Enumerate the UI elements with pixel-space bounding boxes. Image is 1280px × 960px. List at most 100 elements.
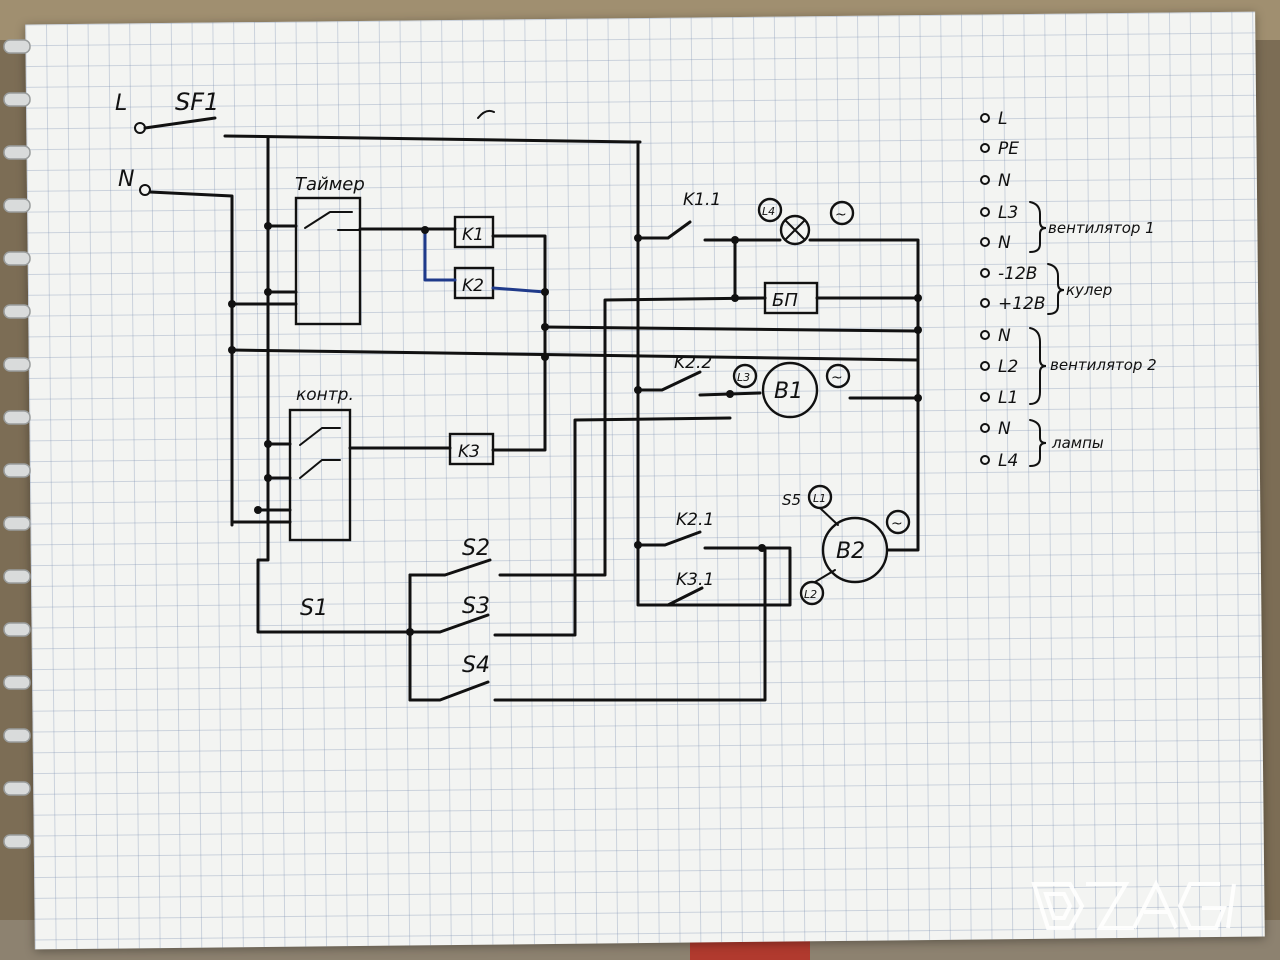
legend-label: N	[998, 171, 1011, 191]
neutral-input-wire	[148, 190, 234, 527]
contact-k31	[666, 586, 704, 607]
s3-out	[493, 416, 732, 637]
terminal-legend: L PE N L3 N -12B +12B N L2 L1 N L4 венти…	[980, 109, 1157, 471]
fan1-ac-tag	[825, 363, 851, 389]
brace-lamps	[1029, 419, 1047, 467]
legend-label: N	[998, 326, 1011, 346]
node	[726, 390, 734, 398]
legend-label: PE	[998, 139, 1019, 159]
fan1-label: B1	[774, 379, 803, 404]
fan1-tag	[732, 363, 758, 389]
psu-label: БП	[772, 290, 798, 311]
k1-return	[491, 234, 547, 452]
contact-k31-label: K3.1	[676, 570, 714, 590]
neutral-bus-2	[230, 348, 920, 362]
legend-terminal	[980, 298, 990, 308]
node	[758, 544, 766, 552]
switch-s4	[408, 680, 490, 702]
fan1-tag-text: L3	[737, 371, 750, 384]
group-lamps-label: лампы	[1051, 434, 1104, 452]
lamp-ac-text: ~	[835, 207, 847, 223]
node	[421, 226, 429, 234]
legend-label: L3	[998, 203, 1018, 223]
coil-k2-label: K2	[462, 276, 484, 296]
k31-out	[706, 548, 792, 607]
group-fan1-label: вентилятор 1	[1048, 219, 1155, 237]
node	[914, 394, 922, 402]
legend-label: L4	[998, 451, 1018, 471]
node	[634, 386, 642, 394]
watermark-logo	[1031, 879, 1236, 930]
node	[634, 234, 642, 242]
lamp-ac-tag	[829, 200, 855, 226]
legend-terminal	[980, 330, 990, 340]
psu-feed	[733, 238, 767, 300]
contact-k22-label: K2.2	[674, 353, 712, 373]
legend-label: L1	[998, 388, 1018, 408]
lamp-tag-text: L4	[762, 205, 775, 218]
switch-s2	[408, 558, 492, 577]
legend-label: L2	[998, 357, 1018, 377]
k2-blue-return	[491, 286, 547, 294]
timer-contact	[304, 211, 361, 231]
stray-mark	[477, 109, 495, 119]
node	[914, 326, 922, 334]
legend-label: L	[998, 109, 1007, 129]
brace-fan1	[1029, 201, 1047, 253]
contact-k11	[636, 220, 692, 240]
legend-label: N	[998, 233, 1011, 253]
fan2-lead-1	[819, 507, 839, 526]
coil-k3	[448, 432, 495, 466]
legend-label: N	[998, 419, 1011, 439]
node	[264, 474, 272, 482]
node	[541, 288, 549, 296]
lamp-tag	[757, 197, 783, 223]
group-fan2-label: вентилятор 2	[1050, 356, 1157, 374]
input-L-label: L	[115, 91, 127, 116]
node	[228, 300, 236, 308]
neutral-bus-1	[543, 325, 920, 333]
timer-label: Таймер	[295, 174, 365, 195]
legend-terminal	[980, 455, 990, 465]
legend-terminal	[980, 175, 990, 185]
node	[264, 440, 272, 448]
legend-terminal	[980, 207, 990, 217]
node	[731, 294, 739, 302]
fan2-lead-2	[814, 569, 836, 583]
fan2-ac-text: ~	[891, 516, 903, 532]
switch-s3	[408, 613, 490, 634]
coil-k1	[453, 215, 495, 249]
switch-s5-label: S5	[782, 491, 801, 509]
contact-k11-label: K1.1	[683, 190, 721, 210]
node	[264, 288, 272, 296]
node	[914, 294, 922, 302]
node	[254, 506, 262, 514]
notebook-spiral	[3, 39, 31, 849]
input-N-label: N	[118, 167, 134, 192]
contact-k21-label: K2.1	[676, 510, 714, 530]
coil-k1-label: K1	[462, 225, 484, 245]
controller-contact-1	[299, 427, 341, 446]
breaker-label: SF1	[175, 88, 219, 116]
lamp-cross	[784, 219, 806, 241]
group-cooler-label: кулер	[1066, 281, 1112, 299]
brace-cooler	[1047, 263, 1065, 315]
legend-label: +12B	[998, 294, 1046, 314]
fan2-tag-l1-text: L1	[813, 492, 826, 505]
controller-contact-2	[299, 459, 341, 479]
coil-k3-label: K3	[458, 442, 480, 462]
node	[541, 353, 549, 361]
fan1-icon	[761, 361, 819, 419]
legend-terminal	[980, 392, 990, 402]
s2-out	[498, 296, 767, 577]
fan2-tag-l2-text: L2	[804, 588, 817, 601]
node	[634, 541, 642, 549]
controller-box	[288, 408, 352, 542]
controller-label: контр.	[296, 385, 354, 405]
contact-k22	[636, 370, 702, 392]
timer-box	[294, 196, 362, 326]
line-bus-top	[223, 134, 642, 144]
fan2-label: B2	[836, 539, 865, 564]
lamp-icon	[779, 214, 811, 246]
